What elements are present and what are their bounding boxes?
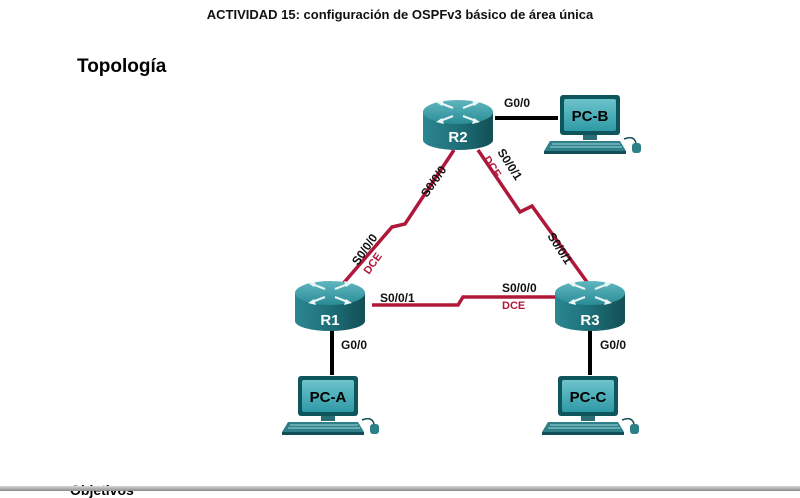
pc-c-label: PC-C: [570, 389, 607, 406]
serial-link-r1-r3: [372, 295, 555, 307]
r2-s000-label: S0/0/0: [418, 163, 450, 200]
pc-a-label: PC-A: [310, 389, 347, 406]
r2-s001-label: S0/0/1: [494, 146, 525, 183]
section-title: Topología: [77, 56, 167, 77]
serial-link-r2-r3: [476, 149, 589, 284]
page-header-title: ACTIVIDAD 15: configuración de OSPFv3 bá…: [206, 7, 594, 22]
router-r1-label: R1: [320, 312, 339, 329]
serial-link-r1-r2: [333, 149, 456, 295]
pc-b: PC-B: [543, 94, 642, 155]
r3-s001-label: S0/0/1: [544, 230, 575, 267]
r3-g0-label: G0/0: [600, 338, 626, 352]
router-r1: R1: [293, 279, 367, 333]
r2-g0-label: G0/0: [504, 96, 530, 110]
r3-s000-label: S0/0/0: [502, 281, 537, 295]
window-bottom-edge: [0, 486, 800, 491]
r1-s001-label: S0/0/1: [380, 291, 415, 305]
router-r3-label: R3: [580, 312, 599, 329]
pc-b-label: PC-B: [572, 108, 609, 125]
router-r3: R3: [553, 279, 627, 333]
pc-a: PC-A: [281, 375, 380, 436]
router-r2: R2: [421, 98, 495, 152]
pc-c: PC-C: [541, 375, 640, 436]
r3-dce-label: DCE: [502, 300, 525, 312]
router-r2-label: R2: [448, 129, 467, 146]
r1-g0-label: G0/0: [341, 338, 367, 352]
